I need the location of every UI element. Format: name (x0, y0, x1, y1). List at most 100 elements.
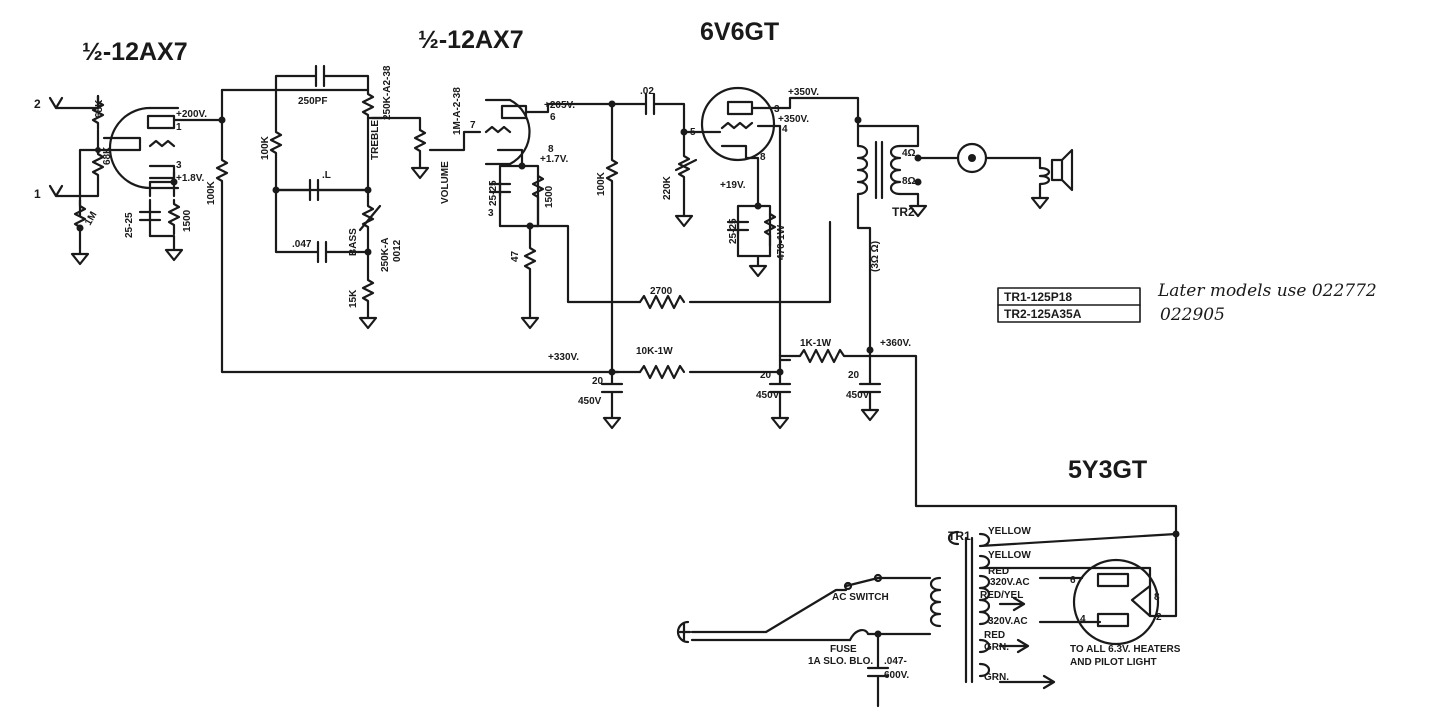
c20b-label: 20 (760, 370, 772, 381)
r47-label: 47 (510, 250, 521, 262)
c250pf-label: 250PF (298, 96, 327, 107)
tr1-yellow-2: YELLOW (988, 550, 1031, 561)
volume-pot: VOLUME 1M-A-2-38 7 (410, 87, 482, 204)
r1m-label: 1M (83, 210, 99, 228)
v3-pin8: 8 (760, 152, 766, 163)
stage1-load: 100K (206, 88, 620, 374)
tr1-hv-2: 320V.AC (988, 616, 1028, 627)
treble-value: 250K-A2-38 (382, 65, 393, 120)
input-resistors: 68K 68K 1M (70, 94, 113, 266)
table-row-tr1: TR1-125P18 (1004, 290, 1072, 304)
table-row-tr2: TR2-125A35A (1004, 307, 1082, 321)
c02-label: .02 (640, 86, 654, 97)
heaters-note-2: AND PILOT LIGHT (1070, 657, 1157, 668)
v3-pin4: 4 (782, 124, 788, 135)
input-1-label: 1 (34, 187, 41, 201)
tr2-label: TR2 (892, 205, 915, 219)
r100k-c-label: 100K (596, 171, 607, 196)
handwritten-note-1: Later models use 022772 (1157, 281, 1377, 301)
power-filter: +330V. 10K-1W 1K-1W +360V. 20 450V 20 45… (548, 338, 1178, 582)
tube-v1: +200V. 1 3 +1.8V. 25-25 1500 (98, 106, 224, 262)
tube-v2: +205V. 6 8 +1.7V. 25-25 1500 3 47 2700 (484, 98, 832, 330)
tone-stack: 100K .047 .L 250PF TREBLE 250K-A2-38 BAS… (260, 64, 422, 330)
c25-25b-label: 25-25 (488, 180, 499, 206)
v330-label: +330V. (548, 352, 579, 363)
primary-ohm-label: (3Ω Ω) (870, 241, 881, 272)
output-transformer: (3Ω Ω) TR2 4Ω 8Ω (854, 116, 1074, 352)
ac-input: AC SWITCH FUSE 1A SLO. BLO. .047- 600V. (676, 573, 932, 708)
r100k-a-label: 100K (206, 180, 217, 205)
input-jacks: 2 1 (34, 94, 100, 218)
handwritten-note-2: 022905 (1160, 305, 1225, 325)
cap-line-voltage: 600V. (884, 670, 909, 681)
v4-pin2: 2 (1156, 612, 1162, 623)
r68k-b-label: 68K (102, 146, 113, 165)
fuse-label: FUSE (830, 644, 857, 655)
fuse-value: 1A SLO. BLO. (808, 656, 873, 667)
bass-value-2: 0012 (392, 239, 403, 262)
r1500b-label: 1500 (544, 185, 555, 208)
tube-label-v3: 6V6GT (700, 18, 779, 46)
tr1-grn-2: GRN. (984, 672, 1009, 683)
tr1-hv-1: 320V.AC (990, 577, 1030, 588)
v2-pin3: 3 (488, 208, 494, 219)
bass-value: 250K-A (380, 238, 391, 272)
v4-pin8: 8 (1154, 592, 1160, 603)
v1-pin3: 3 (176, 160, 182, 171)
tr1-red-yel: RED/YEL (980, 590, 1023, 601)
stage2-load: 100K .02 220K 5 (596, 86, 722, 374)
c20c-label: 20 (848, 370, 860, 381)
c25-25c-label: 25-25 (728, 218, 739, 244)
tr1-red-2: RED (984, 630, 1005, 641)
r2700-label: 2700 (650, 286, 673, 297)
c-l-label: .L (322, 170, 331, 181)
transformer-table: TR1-125P18 TR2-125A35A (997, 287, 1141, 323)
v2-cathode-voltage: +1.7V. (540, 154, 568, 165)
r1500a-label: 1500 (182, 209, 193, 232)
power-transformer: TR1 YELLOW YELLOW RED 320V.AC RED/YEL 32… (929, 526, 1181, 690)
c20c-voltage: 450V (846, 390, 870, 401)
ac-switch-label: AC SWITCH (832, 592, 889, 603)
r1k1w-label: 1K-1W (800, 338, 832, 349)
input-2-label: 2 (34, 97, 41, 111)
tube-label-v4: 5Y3GT (1068, 456, 1147, 484)
v3-cathode-voltage: +19V. (720, 180, 746, 191)
cap-line-label: .047- (884, 656, 907, 667)
c20b-voltage: 450V (756, 390, 780, 401)
v1-pin1: 1 (176, 122, 182, 133)
v2-plate-voltage: +205V. (544, 100, 575, 111)
r15k-label: 15K (348, 289, 359, 308)
tr1-grn-1: GRN. (984, 642, 1009, 653)
v2-pin6: 6 (550, 112, 556, 123)
heaters-note-1: TO ALL 6.3V. HEATERS (1070, 644, 1181, 655)
v2-pin8: 8 (548, 144, 554, 155)
bass-label: BASS (348, 228, 359, 256)
tr2-8ohm: 8Ω (902, 176, 916, 187)
v1-cathode-voltage: +1.8V. (176, 173, 204, 184)
v4-pin4: 4 (1080, 614, 1086, 625)
v3-plate-voltage: +350V. (788, 87, 819, 98)
v2-pin7: 7 (470, 120, 476, 131)
v360-label: +360V. (880, 338, 911, 349)
tube-label-v1: ½-12AX7 (82, 38, 188, 66)
volume-label: VOLUME (440, 161, 451, 204)
r68k-a-label: 68K (94, 99, 105, 118)
v4-pin6: 6 (1070, 575, 1076, 586)
tr2-4ohm: 4Ω (902, 148, 916, 159)
r220k-label: 220K (662, 175, 673, 200)
c047-label: .047 (292, 239, 312, 250)
r470-label: 470-1W (776, 224, 787, 260)
r100k-b-label: 100K (260, 135, 271, 160)
treble-label: TREBLE (370, 120, 381, 160)
c20a-label: 20 (592, 376, 604, 387)
v1-plate-voltage: +200V. (176, 109, 207, 120)
v3-pin3: 3 (774, 104, 780, 115)
r10k1w-label: 10K-1W (636, 346, 673, 357)
c25-25a-label: 25-25 (124, 212, 135, 238)
tube-v3: +350V. +350V. 3 4 8 +19V. 25-25 470-1W (700, 86, 860, 374)
c20a-voltage: 450V (578, 396, 602, 407)
tr1-yellow-1: YELLOW (988, 526, 1031, 537)
volume-value: 1M-A-2-38 (452, 87, 463, 135)
tube-label-v2: ½-12AX7 (418, 26, 524, 54)
